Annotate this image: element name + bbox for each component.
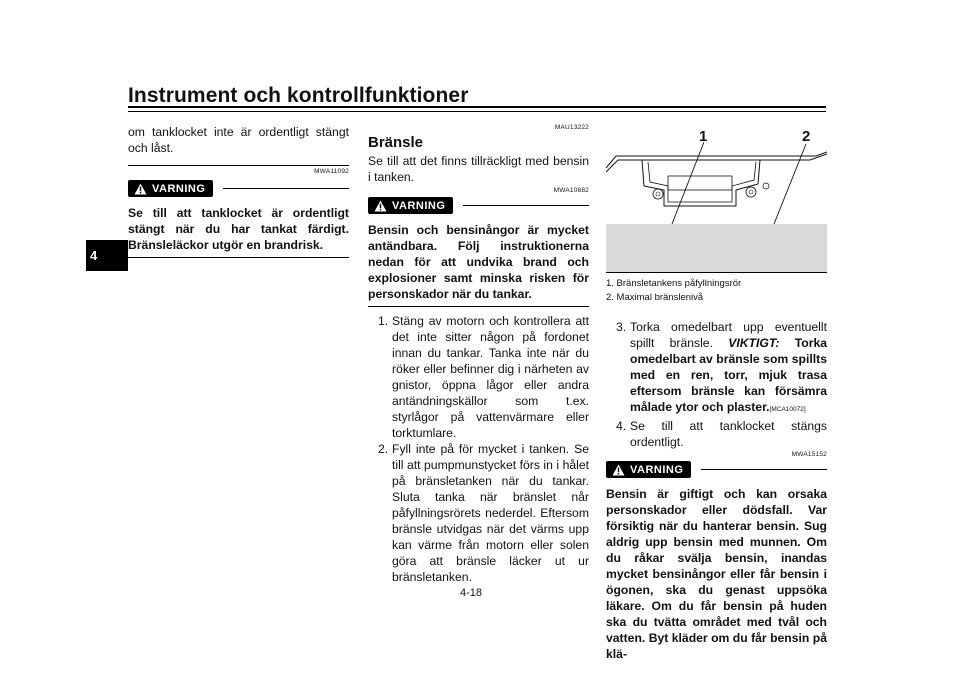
list-item: 4. Se till att tanklocket stängs ordentl… [606, 418, 827, 450]
warning-header: VARNING [606, 461, 827, 478]
warning-text: Se till att tanklocket är ordentligt stä… [128, 206, 349, 252]
caution-code: [MCA10072] [769, 406, 806, 413]
step-number: 3. [616, 320, 627, 334]
warning-text: Bensin är giftigt och kan orsaka persons… [606, 487, 827, 661]
warning-text: Bensin och bensinångor är mycket antändb… [368, 223, 589, 301]
step-number: 2. [378, 442, 389, 456]
warning-header: VARNING [368, 197, 589, 214]
header-rule-thin [128, 111, 826, 112]
page-number: 4-18 [460, 587, 483, 599]
warning-rule [223, 188, 349, 189]
warning-label: VARNING [392, 199, 446, 212]
section-title: Bränsle [368, 134, 424, 151]
step-text: Se till att tanklocket stängs ordentligt… [630, 419, 827, 449]
warning-header: VARNING [128, 180, 349, 197]
warning-end-rule [368, 306, 589, 307]
right-column: 1 2 1. Bränsletankens påfyllningsrör 2. … [605, 124, 828, 662]
page-title: Instrument och kontrollfunktioner [128, 84, 469, 107]
warning-label: VARNING [630, 463, 684, 476]
section-code: MAU13222 [554, 124, 589, 131]
warning-triangle-icon [612, 464, 625, 475]
warning-badge: VARNING [368, 197, 454, 214]
chapter-number: 4 [90, 248, 98, 263]
warning-rule [701, 469, 827, 470]
middle-column: MAU13222 Bränsle Se till att det finns t… [368, 124, 589, 585]
warning-badge: VARNING [128, 180, 214, 197]
callout-label-1: 1 [699, 128, 708, 145]
figure-rule [606, 272, 827, 273]
warning-label: VARNING [152, 182, 206, 195]
divider [128, 165, 349, 166]
fuel-tank-figure: 1 2 [605, 124, 828, 272]
step-list: 3. Torka omedelbart upp eventuellt spill… [606, 319, 827, 450]
step-number: 1. [378, 314, 389, 328]
list-item: 2. Fyll inte på för mycket i tanken. Se … [368, 441, 589, 585]
header-rule [128, 106, 826, 108]
step-number: 4. [616, 419, 627, 433]
list-item: 3. Torka omedelbart upp eventuellt spill… [606, 319, 827, 418]
step-list: 1. Stäng av motorn och kontrollera att d… [368, 313, 589, 585]
warning-end-rule [128, 257, 349, 258]
step-text: Fyll inte på för mycket i tanken. Se til… [392, 442, 589, 584]
section-intro: Se till att det finns tillräckligt med b… [368, 154, 589, 184]
warning-code: MWA11092 [314, 168, 349, 175]
fuel-tank-illustration [605, 141, 828, 272]
chapter-tab: 4 [86, 240, 128, 271]
caption-1: 1. Bränsletankens påfyllningsrör [606, 278, 742, 289]
warning-triangle-icon [374, 200, 387, 211]
important-label: VIKTIGT: [728, 336, 780, 350]
step-text: Torka omedelbart upp eventuellt spillt b… [630, 320, 827, 350]
list-item: 1. Stäng av motorn och kontrollera att d… [368, 313, 589, 441]
figure-captions: 1. Bränsletankens påfyllningsrör 2. Maxi… [606, 277, 827, 305]
warning-code: MWA10882 [553, 187, 589, 194]
step-text: Stäng av motorn och kontrollera att det … [392, 314, 589, 440]
warning-triangle-icon [134, 183, 147, 194]
left-intro: om tanklocket inte är ordentligt stängt … [128, 125, 349, 155]
important-text: Torka omedelbart av bränsle som spillts … [630, 336, 828, 414]
caption-2: 2. Maximal bränslenivå [606, 292, 704, 303]
warning-code: MWA15152 [791, 451, 827, 458]
left-column: om tanklocket inte är ordentligt stängt … [128, 124, 349, 258]
warning-rule [463, 205, 589, 206]
callout-label-2: 2 [802, 128, 811, 145]
warning-badge: VARNING [606, 461, 692, 478]
